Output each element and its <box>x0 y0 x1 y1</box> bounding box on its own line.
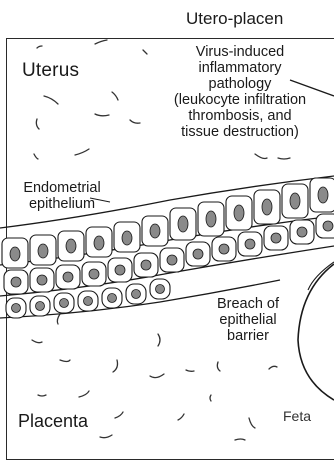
breach-label-line-3: barrier <box>193 328 303 344</box>
figure-root: Utero-placen <box>0 0 334 445</box>
placenta-label: Placenta <box>18 411 88 432</box>
virus-label-line-3: pathology <box>140 76 334 92</box>
endometrial-epithelium-label: Endometrial epithelium <box>2 180 122 212</box>
breach-label-line-2: epithelial <box>193 312 303 328</box>
virus-label-line-2: inflammatory <box>140 60 334 76</box>
virus-label-line-4: (leukocyte infiltration <box>140 92 334 108</box>
uterus-label: Uterus <box>22 60 79 82</box>
virus-label-line-1: Virus-induced <box>140 44 334 60</box>
virus-label-line-6: tissue destruction) <box>140 124 334 140</box>
endo-label-line-2: epithelium <box>2 196 122 212</box>
fetal-label: Feta <box>283 408 311 424</box>
virus-label-line-5: thrombosis, and <box>140 108 334 124</box>
virus-pathology-label: Virus-induced inflammatory pathology (le… <box>140 44 334 140</box>
breach-label: Breach of epithelial barrier <box>193 296 303 344</box>
breach-curve <box>298 264 334 400</box>
endo-label-line-1: Endometrial <box>2 180 122 196</box>
breach-label-line-1: Breach of <box>193 296 303 312</box>
